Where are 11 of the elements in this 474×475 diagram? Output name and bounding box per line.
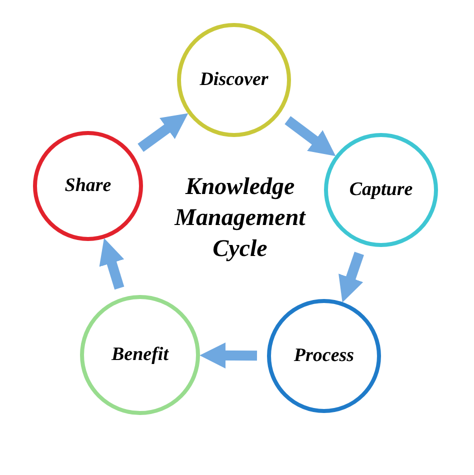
stage-label: Benefit xyxy=(112,343,168,367)
arrow xyxy=(138,113,188,152)
arrow xyxy=(200,342,258,368)
stage-label: Capture xyxy=(349,178,413,202)
arrow xyxy=(338,252,364,302)
stage-label: Process xyxy=(294,344,354,368)
title: Knowledge Management Cycle xyxy=(173,173,307,264)
stage-label: Share xyxy=(64,174,112,198)
arrow xyxy=(284,116,336,156)
stage-label: Discover xyxy=(200,68,268,92)
arrow xyxy=(99,238,124,290)
